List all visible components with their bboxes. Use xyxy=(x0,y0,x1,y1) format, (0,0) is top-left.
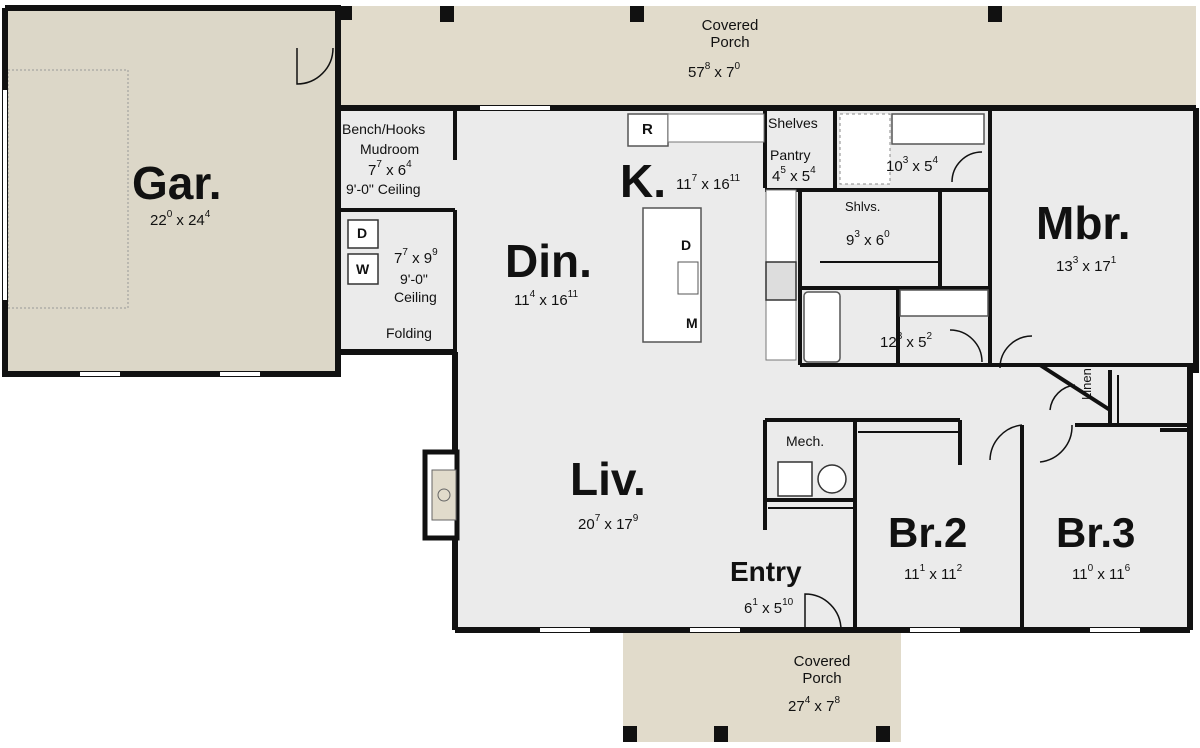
door-swings xyxy=(296,47,1076,631)
bottom-porch-dims: 274 x 78 xyxy=(788,695,840,715)
water-heater xyxy=(777,461,813,497)
garage-floor xyxy=(5,8,338,374)
fridge xyxy=(627,113,669,147)
garage-dims: 220 x 244 xyxy=(150,209,211,229)
house-floor xyxy=(338,106,1196,628)
bed2-name: Br.2 xyxy=(888,509,968,556)
dryer xyxy=(347,219,379,249)
living-dims: 207 x 179 xyxy=(578,513,639,533)
mech-name: Mech. xyxy=(786,433,825,449)
pantry-name: Pantry xyxy=(770,147,811,163)
master-dims: 133 x 171 xyxy=(1056,255,1117,275)
furnace xyxy=(817,464,847,494)
mudroom-ceiling: 9'-0" Ceiling xyxy=(346,181,421,197)
closet-shelving xyxy=(768,261,1119,509)
kitchen-name: K. xyxy=(620,155,666,207)
sink xyxy=(677,261,699,295)
mudroom-name: Mudroom xyxy=(360,141,420,157)
dryer-label: D xyxy=(357,225,368,241)
master-name: Mbr. xyxy=(1036,197,1131,249)
counter-top xyxy=(667,113,765,143)
garage-name: Gar. xyxy=(132,157,222,209)
master-bath-dims: 103 x 54 xyxy=(886,155,938,175)
master-vanity xyxy=(891,113,985,145)
top-porch-line1: Covered xyxy=(701,17,759,34)
bottom-porch-label: Covered Porch xyxy=(782,654,862,686)
dishwasher-label: D xyxy=(681,237,692,253)
linen-label: Linen xyxy=(1079,368,1094,400)
top-porch-floor xyxy=(340,6,1196,106)
mudroom-dims: 77 x 64 xyxy=(368,159,412,179)
bed3-name: Br.3 xyxy=(1056,509,1136,556)
bottom-porch-line2: Porch xyxy=(802,670,842,687)
shower xyxy=(839,113,891,185)
washer xyxy=(347,253,379,285)
porch-posts xyxy=(340,6,1002,742)
master-closet-dims: 93 x 60 xyxy=(846,229,890,249)
pantry-dims: 45 x 54 xyxy=(772,165,816,185)
folding-label: Folding xyxy=(386,325,432,341)
washer-label: W xyxy=(356,261,370,277)
shelves-label: Shelves xyxy=(768,115,818,131)
top-porch-dims: 578 x 70 xyxy=(688,61,740,81)
master-closet-shelves: Shlvs. xyxy=(845,199,881,214)
windows xyxy=(3,90,1140,632)
living-name: Liv. xyxy=(570,453,646,505)
kitchen-dims: 117 x 1611 xyxy=(676,173,741,193)
dining-name: Din. xyxy=(505,235,592,287)
range xyxy=(765,261,797,301)
bottom-porch-line1: Covered xyxy=(793,653,851,670)
entry-dims: 61 x 510 xyxy=(744,597,794,617)
bottom-porch-floor xyxy=(623,630,901,742)
entry-name: Entry xyxy=(730,556,802,587)
laundry-ceiling-1: 9'-0" xyxy=(400,271,428,287)
bed2-dims: 111 x 112 xyxy=(904,563,963,583)
interior-walls xyxy=(338,108,1196,630)
hall-bath-dims: 128 x 52 xyxy=(880,331,932,351)
microwave-label: M xyxy=(686,315,698,331)
top-porch-label: Covered Porch xyxy=(690,18,770,50)
bathtub xyxy=(803,291,841,363)
bed3-dims: 110 x 116 xyxy=(1072,563,1131,583)
dining-dims: 114 x 1611 xyxy=(514,289,579,309)
fridge-label: R xyxy=(642,121,653,138)
laundry-ceiling-2: Ceiling xyxy=(394,289,437,305)
hall-vanity xyxy=(899,289,989,317)
laundry-dims: 77 x 99 xyxy=(394,247,438,267)
bench-hooks-label: Bench/Hooks xyxy=(342,121,426,137)
top-porch-line2: Porch xyxy=(710,34,750,51)
